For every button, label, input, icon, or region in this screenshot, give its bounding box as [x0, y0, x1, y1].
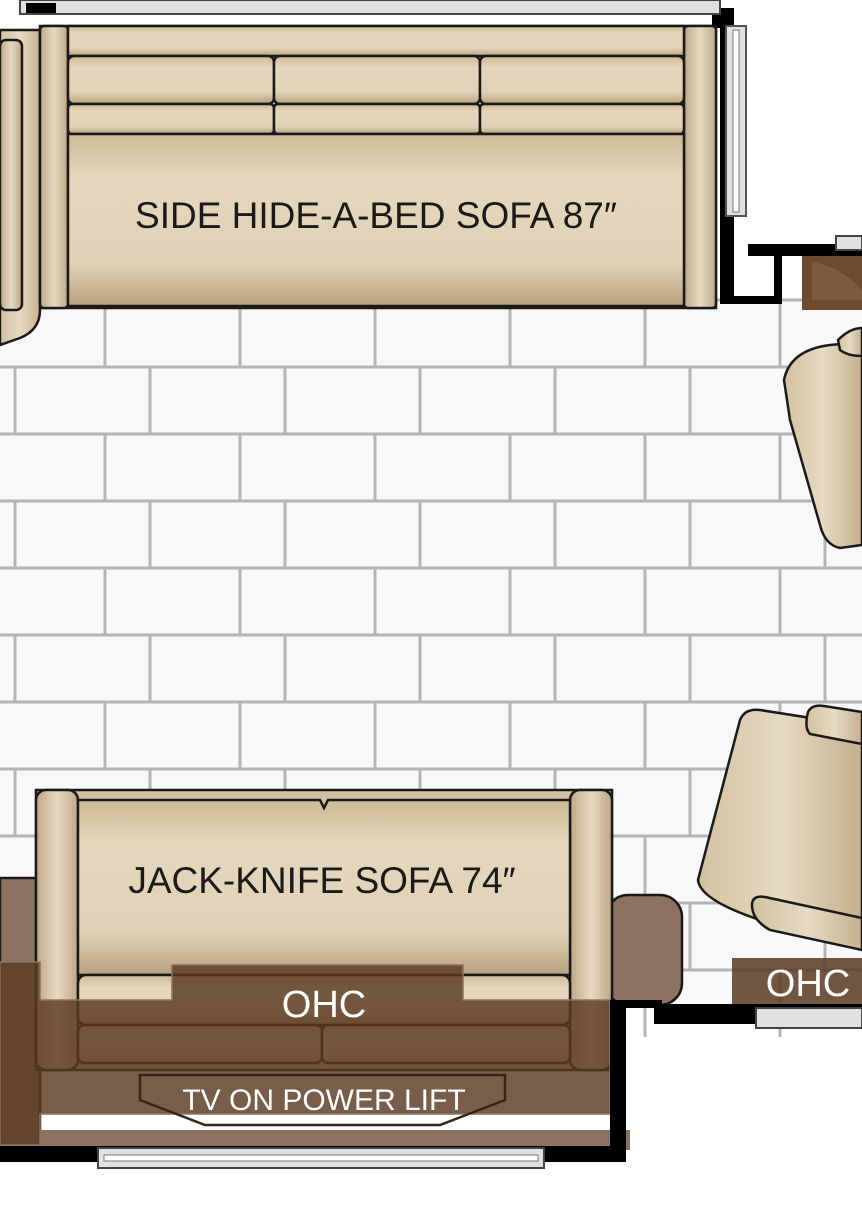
ohc-left-cabinet: OHC TV ON POWER LIFT [0, 961, 611, 1146]
sofa-seat [66, 132, 686, 308]
top-wall [19, 0, 721, 15]
right-recliner-bottom[interactable] [696, 704, 862, 952]
sofa-arm-left [38, 24, 70, 310]
sofa-arm-right [682, 24, 718, 310]
ohc-right-cabinet: OHC [732, 958, 862, 1005]
side-hide-a-bed-sofa[interactable]: SIDE HIDE-A-BED SOFA 87″ [38, 24, 718, 310]
bottom-walls [0, 1000, 862, 1169]
right-recliner-top[interactable] [782, 326, 862, 550]
ohc-left-label: OHC [282, 984, 366, 1026]
jack-knife-sofa-label: JACK-KNIFE SOFA 74″ [128, 860, 515, 901]
left-recliner [0, 28, 42, 347]
right-wall [712, 8, 862, 310]
side-sofa-label: SIDE HIDE-A-BED SOFA 87″ [135, 195, 617, 236]
tv-lift-label: TV ON POWER LIFT [182, 1084, 465, 1117]
ohc-right-label: OHC [766, 963, 850, 1005]
